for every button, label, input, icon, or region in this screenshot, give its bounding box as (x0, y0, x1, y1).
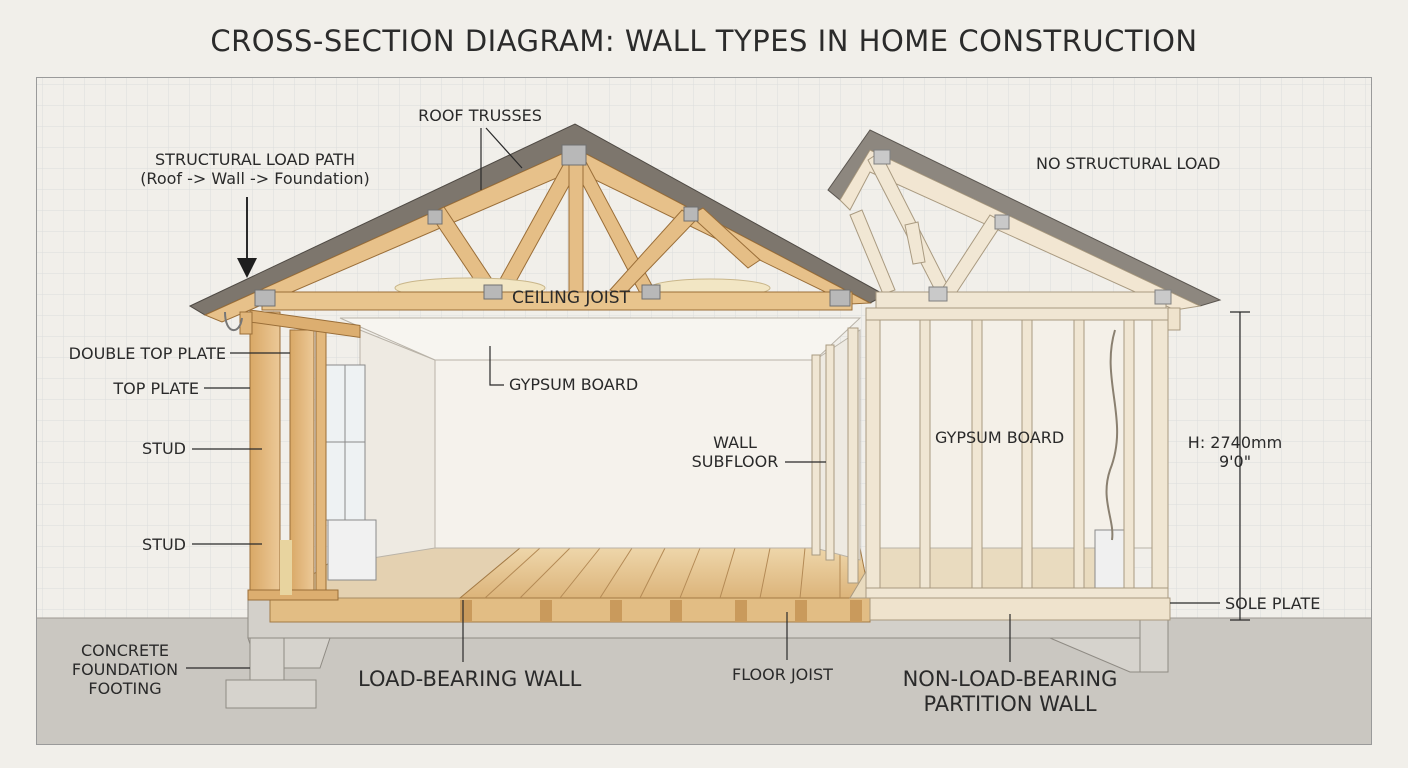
leader-lines (186, 127, 1250, 669)
roof-trusses-label: ROOF TRUSSES (418, 106, 542, 125)
subfloor-label-line: SUBFLOOR (691, 452, 779, 472)
load-bearing-wall-frame (247, 309, 361, 601)
diagram-title: CROSS-SECTION DIAGRAM: WALL TYPES IN HOM… (210, 24, 1198, 58)
subfloor (458, 547, 871, 599)
gypsum-board-label-left: GYPSUM BOARD (509, 375, 639, 394)
back-wall (434, 359, 816, 549)
foundation-line-3: FOOTING (88, 679, 162, 699)
height-imperial: 9'0" (1218, 452, 1252, 472)
wall-label-line: WALL (713, 433, 757, 452)
load-path-sequence: (Roof -> Wall -> Foundation) (140, 169, 370, 189)
foundation-label: CONCRETE FOUNDATION FOOTING (60, 641, 190, 699)
no-structural-load-label: NO STRUCTURAL LOAD (1036, 154, 1221, 173)
stud-label-upper: STUD (142, 439, 186, 458)
drawing-frame (36, 77, 1372, 745)
partition-wall-studs (811, 307, 1169, 599)
height-dimension-label: H: 2740mm 9'0" (1180, 433, 1290, 471)
height-metric: H: 2740mm (1187, 433, 1283, 452)
floor-system (269, 597, 1171, 623)
foundation-line-1: CONCRETE (80, 641, 169, 660)
top-plate-label: TOP PLATE (113, 379, 199, 398)
wall-subfloor-label: WALL SUBFLOOR (680, 433, 790, 471)
double-top-plate-label: DOUBLE TOP PLATE (68, 344, 226, 363)
non-load-line-1: NON-LOAD-BEARING (902, 667, 1118, 691)
non-load-bearing-wall-label: NON-LOAD-BEARING PARTITION WALL (880, 667, 1140, 717)
floor-joist-label: FLOOR JOIST (732, 665, 833, 684)
load-bearing-wall-label: LOAD-BEARING WALL (358, 667, 582, 691)
window (324, 364, 377, 581)
main-roof (188, 123, 887, 335)
stud-label-lower: STUD (142, 535, 186, 554)
load-path-label: STRUCTURAL LOAD PATH (Roof -> Wall -> Fo… (120, 150, 390, 188)
foundation-line-2: FOUNDATION (71, 660, 179, 680)
load-path-title: STRUCTURAL LOAD PATH (155, 150, 355, 169)
non-load-line-2: PARTITION WALL (923, 692, 1097, 717)
ceiling-joist-label: CEILING JOIST (512, 288, 630, 308)
gypsum-board-label-right: GYPSUM BOARD (935, 428, 1065, 447)
partition-roof (827, 129, 1222, 331)
sole-plate-label: SOLE PLATE (1225, 594, 1321, 613)
